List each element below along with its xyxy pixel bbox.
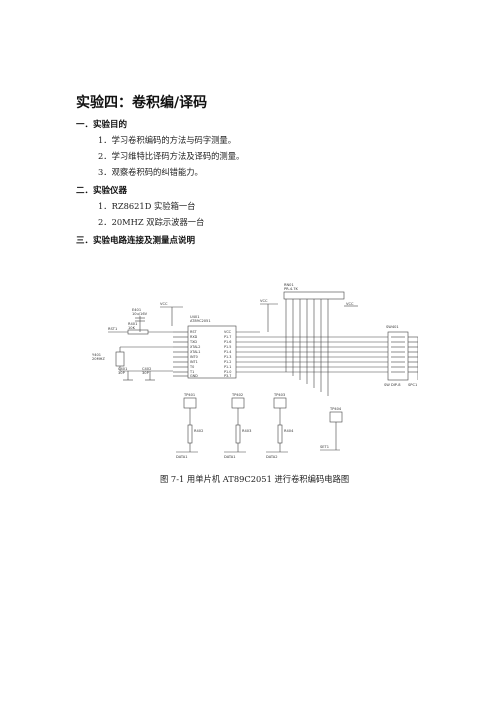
figure-caption: 图 7-1 用单片机 AT89C2051 进行卷积编码电路图 xyxy=(160,474,350,484)
chip-pin-right: P1.2 xyxy=(224,360,231,364)
rn-value: PR-4.7K xyxy=(284,287,299,291)
chip-pin-right: P1.1 xyxy=(224,365,231,369)
chip-pin-left: INT0 xyxy=(190,355,198,359)
objective-item: 1．学习卷积编码的方法与码字测量。 xyxy=(98,135,237,145)
switch-name: SW DIP-8 xyxy=(384,383,401,387)
vcc-label: VCC xyxy=(260,299,268,303)
testpoint-label: TP401 xyxy=(183,393,195,397)
chip-pin-left: RST xyxy=(190,330,198,334)
chip-pin-left: T0 xyxy=(189,365,194,369)
res-r402-label: R402 xyxy=(194,429,203,433)
res-r404-label: R404 xyxy=(284,429,294,433)
chip-pin-right: P1.5 xyxy=(224,345,231,349)
net-label: SET1 xyxy=(320,445,329,449)
switch-label: SW401 xyxy=(386,325,399,329)
right-net-label: SPC1 xyxy=(408,383,417,387)
crystal-value: 20MHZ xyxy=(92,357,105,361)
section-heading-circuit: 三．实验电路连接及测量点说明 xyxy=(76,236,196,246)
testpoint-label: TP402 xyxy=(231,393,243,397)
testpoint-label: TP403 xyxy=(273,393,285,397)
chip-pin-left: XTAL1 xyxy=(190,350,200,354)
res-label: R401 xyxy=(128,322,137,326)
circuit-schematic: RN01 PR-4.7K VCC VCC VCC E401 10u/16V R4… xyxy=(92,283,418,459)
chip-pin-left: T1 xyxy=(189,370,194,374)
net-label: DATA2 xyxy=(266,455,278,459)
chip-pin-left: RXD xyxy=(190,335,198,339)
chip-pin-right: P1.6 xyxy=(224,340,231,344)
cap-value: 10u/16V xyxy=(132,312,148,316)
testpoint-label: TP404 xyxy=(329,407,342,411)
cap-c2-value: 30P xyxy=(142,371,150,375)
instrument-item: 1．RZ8621D 实验箱一台 xyxy=(98,201,196,211)
chip-pin-left: XTAL2 xyxy=(190,345,200,349)
cap-c2-label: C402 xyxy=(142,367,151,371)
chip-pin-right: P1.0 xyxy=(224,370,231,374)
chip-pin-right: P1.7 xyxy=(224,335,231,339)
chip-pin-left: GND xyxy=(190,374,198,378)
res-value: 10K xyxy=(128,326,136,330)
chip-part: AT89C2051 xyxy=(190,319,211,323)
chip-pin-labels: RSTRXDTXDXTAL2XTAL1INT0INT1T0T1GNDVCCP1.… xyxy=(189,330,232,378)
chip-pin-right: P1.4 xyxy=(224,350,231,354)
chip-pin-right: VCC xyxy=(224,330,232,334)
cap-label: E401 xyxy=(132,308,141,312)
rn-label: RN01 xyxy=(284,283,294,287)
vcc-label: VCC xyxy=(160,302,168,306)
objective-item: 3．观察卷积码的纠错能力。 xyxy=(98,167,203,177)
chip-label: U401 xyxy=(190,315,200,319)
objective-item: 2．学习维特比译码方法及译码的测量。 xyxy=(98,151,245,161)
section-heading-objectives: 一．实验目的 xyxy=(76,120,128,130)
rst-net-label: RST1 xyxy=(108,327,117,331)
vcc-label: VCC xyxy=(346,302,354,306)
cap-c1-value: 30P xyxy=(118,371,126,375)
net-label: DATA1 xyxy=(224,455,236,459)
chip-pin-left: INT1 xyxy=(190,360,198,364)
res-r403-label: R403 xyxy=(242,429,251,433)
chip-pin-right: P1.3 xyxy=(224,355,231,359)
chip-pin-right: P3.7 xyxy=(224,374,231,378)
net-label: DATA1 xyxy=(176,455,188,459)
section-heading-instruments: 二．实验仪器 xyxy=(76,186,128,196)
experiment-title: 实验四：卷积编/译码 xyxy=(76,95,208,111)
cap-c1-label: C401 xyxy=(118,367,127,371)
crystal-label: Y401 xyxy=(92,353,101,357)
instrument-item: 2．20MHZ 双踪示波器一台 xyxy=(98,217,205,227)
chip-pin-left: TXD xyxy=(189,340,197,344)
